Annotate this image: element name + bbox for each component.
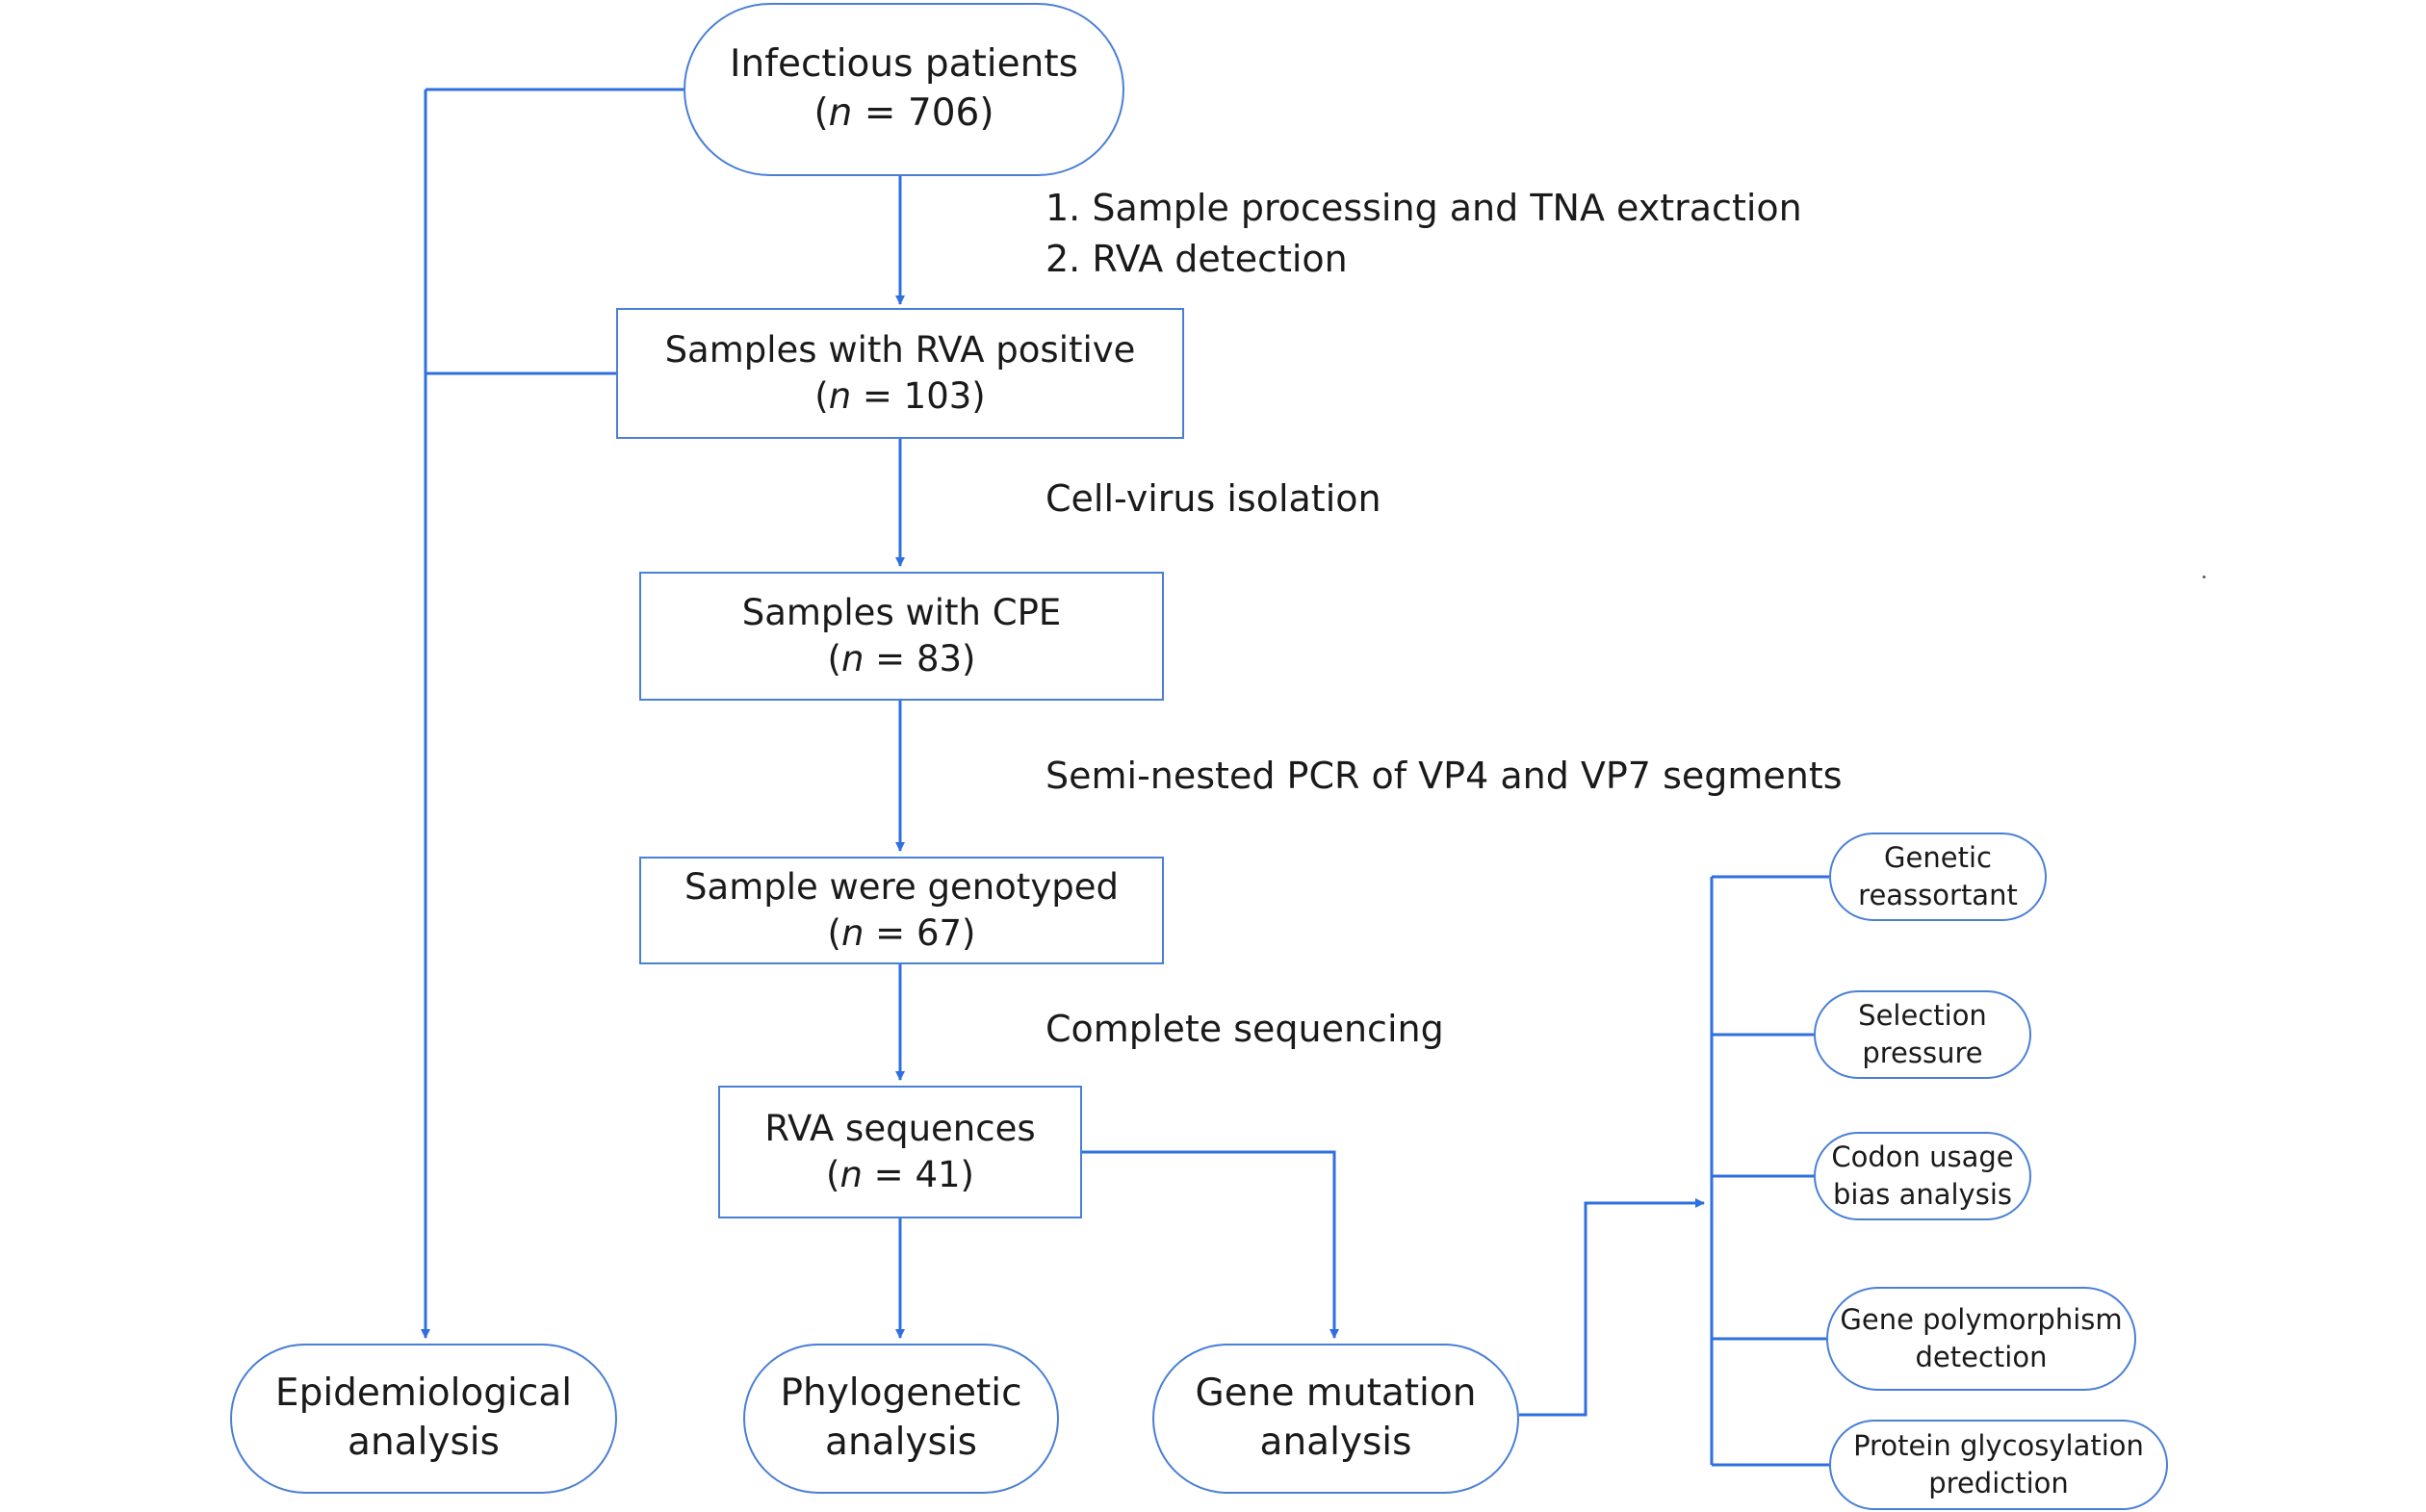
node-label-2: analysis: [1259, 1421, 1412, 1464]
node-samples-cpe: Samples with CPE (n = 83): [639, 572, 1164, 701]
node-count: (n = 83): [827, 638, 976, 679]
node-label: Gene mutation: [1195, 1371, 1477, 1416]
node-label: RVA sequences: [764, 1107, 1036, 1149]
stray-dot: [2203, 576, 2206, 578]
step-label-isolation: Cell-virus isolation: [1045, 477, 1381, 520]
node-label: Sample were genotyped: [684, 865, 1119, 908]
node-label-2: prediction: [1928, 1467, 2069, 1499]
node-label: Genetic: [1884, 840, 1992, 874]
node-label-2: detection: [1915, 1341, 2048, 1373]
step-label-processing: 1. Sample processing and TNA extraction …: [1045, 183, 1802, 285]
node-label-2: analysis: [348, 1421, 500, 1464]
node-rva-positive: Samples with RVA positive (n = 103): [616, 308, 1184, 439]
node-gene-polymorphism: Gene polymorphism detection: [1826, 1287, 2136, 1391]
node-label: Epidemiological: [274, 1371, 573, 1416]
node-label: Samples with CPE: [741, 591, 1062, 633]
node-label: Phylogenetic: [780, 1371, 1022, 1416]
node-label: Protein glycosylation: [1853, 1428, 2144, 1462]
node-count: (n = 67): [827, 912, 976, 954]
node-count: (n = 41): [826, 1154, 974, 1195]
node-rva-sequences: RVA sequences (n = 41): [718, 1086, 1082, 1218]
node-genetic-reassortant: Genetic reassortant: [1829, 833, 2047, 921]
step-label-pcr: Semi-nested PCR of VP4 and VP7 segments: [1045, 755, 1843, 797]
arrow-sequences-to-mutation: [1082, 1150, 1339, 1339]
step-2: 2. RVA detection: [1045, 238, 1348, 281]
node-gene-mutation-analysis: Gene mutation analysis: [1152, 1344, 1519, 1494]
node-label-2: pressure: [1862, 1037, 1983, 1069]
step-1: 1. Sample processing and TNA extraction: [1045, 187, 1802, 229]
node-count: (n = 103): [814, 375, 986, 417]
node-label: Selection: [1858, 998, 1987, 1032]
node-infectious-patients: Infectious patients (n = 706): [684, 3, 1124, 176]
step-label-sequencing: Complete sequencing: [1045, 1008, 1444, 1050]
node-label-2: bias analysis: [1833, 1178, 2012, 1211]
node-selection-pressure: Selection pressure: [1814, 990, 2031, 1079]
node-protein-glycosylation: Protein glycosylation prediction: [1829, 1420, 2168, 1510]
node-label: Gene polymorphism: [1840, 1302, 2123, 1336]
node-label: Samples with RVA positive: [664, 328, 1136, 371]
node-label-2: reassortant: [1858, 879, 2018, 911]
node-genotyped: Sample were genotyped (n = 67): [639, 857, 1164, 964]
node-label: Infectious patients: [730, 42, 1078, 87]
node-phylogenetic-analysis: Phylogenetic analysis: [743, 1344, 1059, 1494]
node-label-2: analysis: [825, 1421, 977, 1464]
node-epidemiological-analysis: Epidemiological analysis: [230, 1344, 617, 1494]
arrow-mutation-to-bracket: [1519, 1198, 1705, 1417]
node-count: (n = 706): [813, 91, 994, 135]
node-codon-usage-bias: Codon usage bias analysis: [1814, 1132, 2031, 1220]
node-label: Codon usage: [1831, 1140, 2014, 1173]
